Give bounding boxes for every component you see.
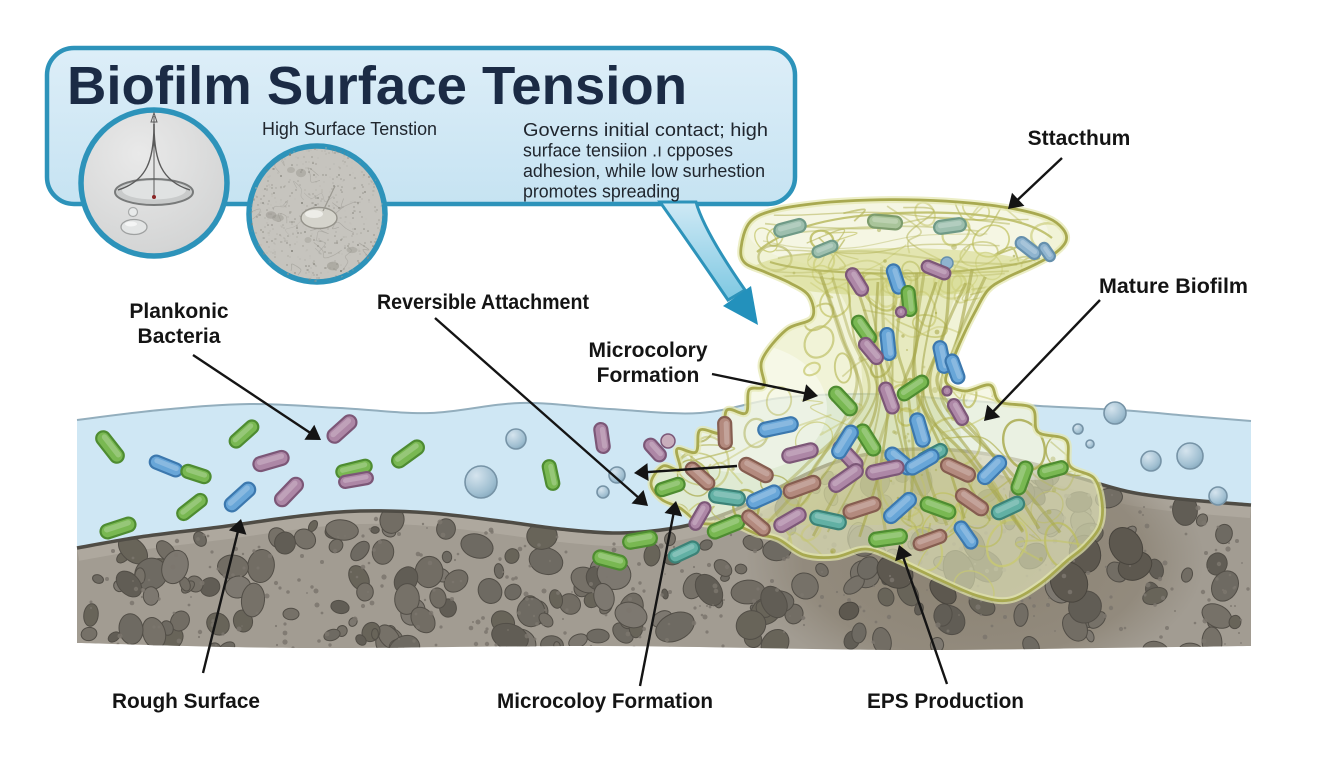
svg-text:Formation: Formation — [597, 364, 700, 387]
svg-text:High Surface Tenstion: High Surface Tenstion — [262, 118, 437, 139]
svg-text:Rough Surface: Rough Surface — [112, 690, 260, 713]
svg-text:Microcolory: Microcolory — [588, 339, 707, 362]
svg-text:Bacteria: Bacteria — [138, 325, 221, 348]
svg-text:Reversible Attachment: Reversible Attachment — [377, 291, 589, 314]
svg-text:EPS Production: EPS Production — [867, 690, 1024, 713]
svg-text:Governs initial contact; high: Governs initial contact; high — [523, 119, 768, 140]
svg-text:Sttacthum: Sttacthum — [1028, 127, 1131, 150]
svg-text:surface tensiion .ı cpposes: surface tensiion .ı cpposes — [523, 140, 733, 161]
svg-text:Mature Biofilm: Mature Biofilm — [1099, 275, 1248, 298]
svg-text:Biofilm Surface Tension: Biofilm Surface Tension — [67, 56, 687, 116]
svg-text:Plankonic: Plankonic — [129, 300, 229, 323]
svg-text:promotes spreading: promotes spreading — [523, 181, 680, 202]
svg-text:adhesion, while low surhestion: adhesion, while low surhestion — [523, 160, 765, 181]
svg-text:Microcoloy Formation: Microcoloy Formation — [497, 690, 713, 713]
